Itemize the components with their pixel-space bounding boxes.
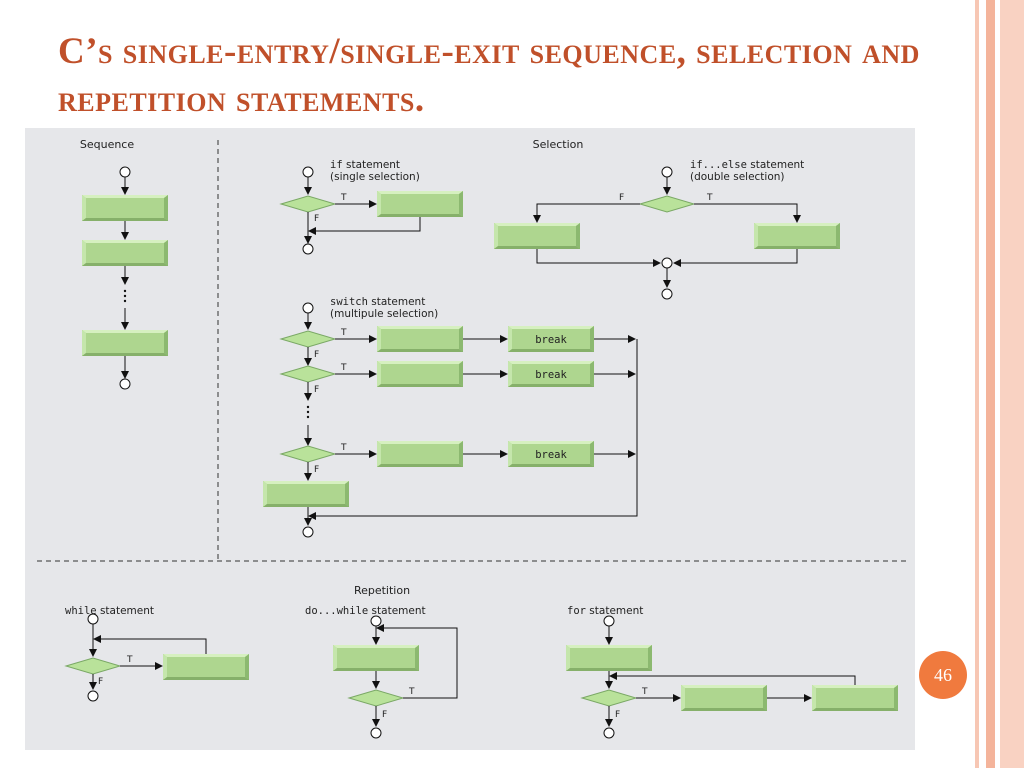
decision-diamond xyxy=(347,689,405,707)
sequence-header: Sequence xyxy=(80,138,134,151)
break-label: break xyxy=(535,369,567,381)
action-box xyxy=(377,326,463,352)
decor-stripe xyxy=(986,0,995,768)
while-flowchart: while statement T F xyxy=(64,605,249,702)
action-box xyxy=(566,645,652,671)
action-box xyxy=(377,191,463,217)
svg-text:F: F xyxy=(98,677,103,687)
page-number-badge: 46 xyxy=(919,651,967,699)
svg-text:T: T xyxy=(408,687,415,697)
action-box xyxy=(163,654,249,680)
action-box xyxy=(82,195,168,221)
default-action-box xyxy=(263,481,349,507)
if-statement-sublabel: (single selection) xyxy=(330,171,420,183)
svg-text:T: T xyxy=(340,443,347,453)
action-box xyxy=(377,361,463,387)
flowchart-svg: Sequence Selection Repetition if stateme… xyxy=(37,138,910,739)
svg-text:F: F xyxy=(314,350,319,360)
svg-text:T: T xyxy=(706,193,713,203)
break-label: break xyxy=(535,334,567,346)
action-box xyxy=(82,240,168,266)
repetition-header: Repetition xyxy=(354,584,410,597)
decision-diamond xyxy=(279,195,337,213)
decision-diamond xyxy=(580,689,638,707)
selection-header: Selection xyxy=(533,138,584,151)
decor-stripe xyxy=(975,0,979,768)
svg-text:F: F xyxy=(615,710,620,720)
svg-text:T: T xyxy=(641,687,648,697)
action-box xyxy=(681,685,767,711)
do-while-statement-label: do...while statement xyxy=(305,605,426,617)
if-flowchart: if statement (single selection) T F xyxy=(279,159,463,255)
switch-flowchart: switch statement (multipule selection) T… xyxy=(263,296,638,538)
sequence-flowchart xyxy=(82,166,168,390)
switch-statement-sublabel: (multipule selection) xyxy=(330,308,438,320)
svg-text:F: F xyxy=(619,193,624,203)
if-else-statement-label: if...else statement xyxy=(690,159,804,171)
slide-title: C’s single-entry/single-exit sequence, s… xyxy=(58,31,920,120)
action-box xyxy=(333,645,419,671)
svg-text:T: T xyxy=(340,328,347,338)
decision-diamond xyxy=(279,365,337,383)
decor-stripe xyxy=(1000,0,1024,768)
svg-text:F: F xyxy=(314,214,319,224)
for-statement-label: for statement xyxy=(567,605,643,617)
if-else-statement-sublabel: (double selection) xyxy=(690,171,785,183)
svg-text:F: F xyxy=(314,465,319,475)
decision-diamond xyxy=(279,445,337,463)
for-flowchart: for statement T F xyxy=(566,605,898,739)
svg-text:T: T xyxy=(126,655,133,665)
control-structures-figure: Sequence Selection Repetition if stateme… xyxy=(25,128,915,750)
decision-diamond xyxy=(64,657,122,675)
break-label: break xyxy=(535,449,567,461)
switch-statement-label: switch statement xyxy=(330,296,425,308)
while-statement-label: while statement xyxy=(65,605,154,617)
if-else-flowchart: if...else statement (double selection) F… xyxy=(494,159,840,300)
action-box xyxy=(377,441,463,467)
action-box xyxy=(494,223,580,249)
svg-text:F: F xyxy=(382,710,387,720)
action-box xyxy=(812,685,898,711)
action-box xyxy=(82,330,168,356)
decision-diamond xyxy=(279,330,337,348)
action-box xyxy=(754,223,840,249)
if-statement-label: if statement xyxy=(330,159,400,171)
decision-diamond xyxy=(638,195,696,213)
svg-text:T: T xyxy=(340,363,347,373)
svg-text:T: T xyxy=(340,193,347,203)
do-while-flowchart: do...while statement T F xyxy=(305,605,458,739)
svg-text:F: F xyxy=(314,385,319,395)
